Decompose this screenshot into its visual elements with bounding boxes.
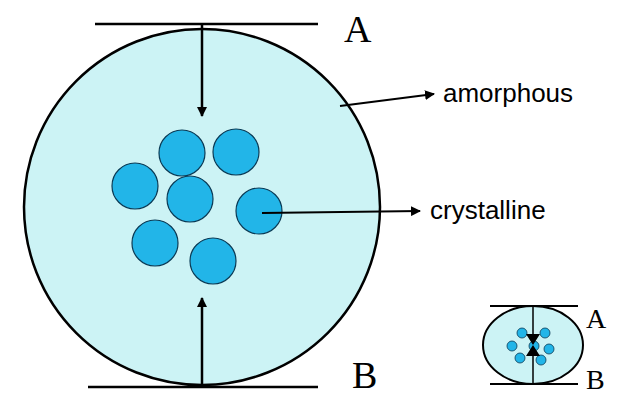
phase-label: amorphous [443,80,573,106]
leader-arrow [262,211,420,213]
crystalline-domains [112,129,282,284]
crystalline-domains [507,328,554,365]
plate-label: A [586,305,606,333]
force-arrow [201,24,204,116]
force-arrow [201,298,204,387]
plate-label: B [586,366,605,394]
top-plate [95,23,318,26]
phase-label: crystalline [430,197,546,223]
plate-label: B [352,356,377,394]
top-plate [490,305,578,307]
bottom-plate [490,383,578,385]
compressed-specimen [483,306,583,384]
plate-label: A [344,10,371,48]
leader-arrow [340,94,434,106]
force-bowtie [526,334,540,356]
